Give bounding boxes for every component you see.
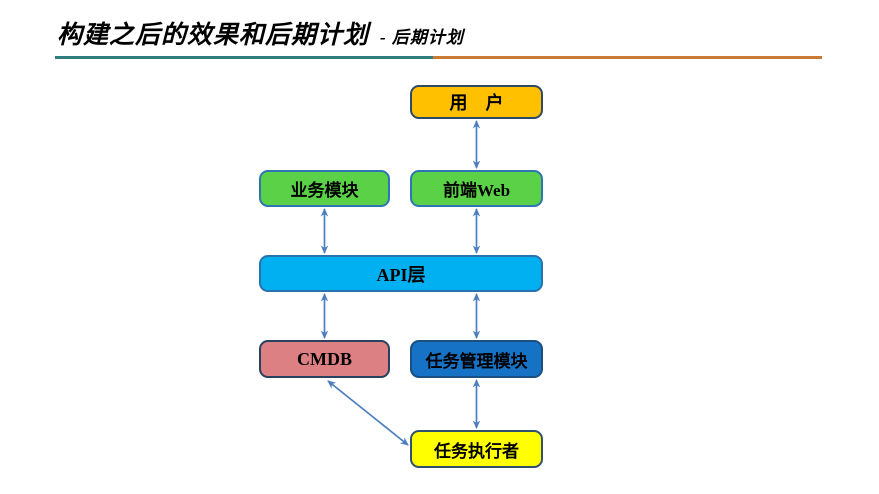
- slide-title-suffix: - 后期计划: [380, 28, 464, 47]
- node-api-layer-label: API层: [376, 264, 426, 285]
- node-cmdb-label: CMDB: [297, 348, 352, 369]
- title-underline-orange: [433, 56, 822, 59]
- node-task-executor-label: 任务执行者: [434, 441, 519, 461]
- node-business-module-label: 业务模块: [290, 181, 359, 200]
- node-user: 用 户: [410, 85, 543, 119]
- title-underline: [55, 56, 822, 59]
- node-frontend-web: 前端Web: [410, 170, 543, 207]
- slide-title: 构建之后的效果和后期计划 - 后期计划: [57, 20, 464, 55]
- node-task-manager-module-label: 任务管理模块: [425, 351, 528, 371]
- node-frontend-web-label: 前端Web: [442, 181, 511, 200]
- slide-title-main: 构建之后的效果和后期计划: [57, 22, 370, 49]
- edge-cmdb-executor-arrow: [327, 380, 409, 446]
- node-task-executor: 任务执行者: [410, 430, 543, 468]
- node-api-layer: API层: [259, 255, 543, 292]
- node-cmdb: CMDB: [259, 340, 390, 378]
- node-task-manager-module: 任务管理模块: [410, 340, 543, 378]
- node-business-module: 业务模块: [259, 170, 390, 207]
- title-underline-teal: [55, 56, 433, 59]
- node-user-label: 用 户: [449, 93, 504, 113]
